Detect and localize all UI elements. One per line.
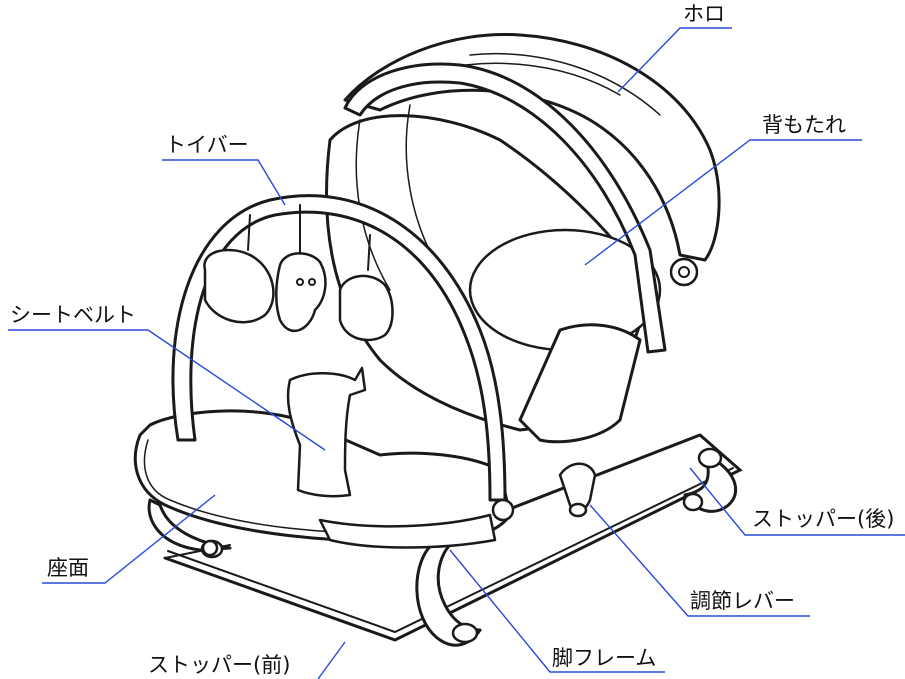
label-leg-frame: 脚フレーム xyxy=(552,646,657,670)
label-stopper-front: ストッパー(前) xyxy=(148,653,291,677)
adjust-lever xyxy=(558,462,597,518)
hood-arch xyxy=(343,62,699,354)
label-seat-belt: シートベルト xyxy=(10,303,136,327)
label-stopper-rear: ストッパー(後) xyxy=(752,507,895,531)
label-toy-bar: トイバー xyxy=(165,133,249,157)
leg-frame xyxy=(147,447,738,647)
label-hood: ホロ xyxy=(683,2,725,26)
label-backrest: 背もたれ xyxy=(762,113,846,137)
label-adjust-lever: 調節レバー xyxy=(690,589,795,613)
backrest xyxy=(325,104,662,444)
label-seat: 座面 xyxy=(47,556,89,580)
leader-lines xyxy=(8,27,905,679)
toy-bar xyxy=(171,194,515,557)
hanging-toys xyxy=(203,204,394,342)
